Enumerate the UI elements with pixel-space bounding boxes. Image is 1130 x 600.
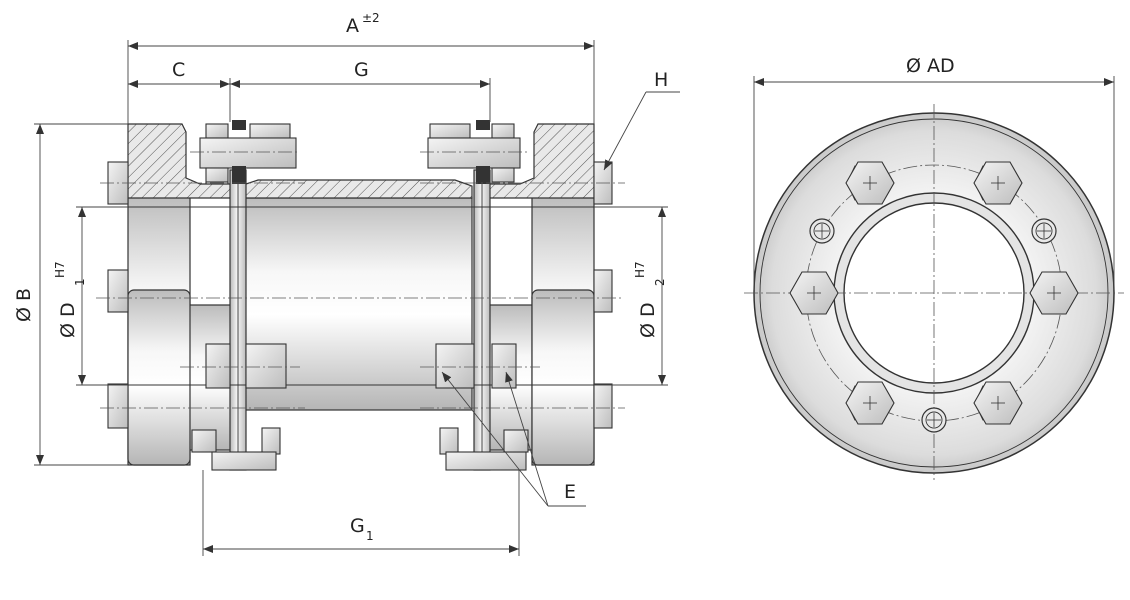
dim-d2-label: Ø D [637,302,659,338]
right-hub-lower-ring [531,289,595,466]
dim-ad-label: Ø AD [906,55,955,77]
dim-a-label: A [346,15,359,37]
dim-d2-fit: H7 [633,261,647,278]
bolt-center-marks [807,176,1061,427]
left-middle-bolts [205,343,287,389]
dim-d2-subscript: 2 [653,278,667,286]
left-top-bolt [199,120,297,184]
dim-g-label: G [354,59,369,81]
side-view: A ±2 C G H Ø B Ø D 1 H7 Ø D 2 H7 [13,11,680,556]
dim-c-label: C [172,59,185,81]
right-top-bolt [427,120,521,184]
dim-e-label: E [564,481,576,503]
dim-h-label: H [654,69,668,91]
dim-g1-subscript: 1 [366,529,374,543]
front-view: Ø AD [744,55,1124,480]
dim-d1-subscript: 1 [73,278,87,286]
dim-d1-label: Ø D [57,302,79,338]
dim-b-label: Ø B [13,288,35,322]
left-hub-section [127,123,237,199]
dim-g1-label: G [350,515,365,537]
left-hub-lower-ring [127,289,191,466]
dim-d1-fit: H7 [53,261,67,278]
left-clamp-screws [107,161,129,429]
dim-a-tolerance: ±2 [362,11,380,25]
right-clamp-screws [593,161,613,429]
